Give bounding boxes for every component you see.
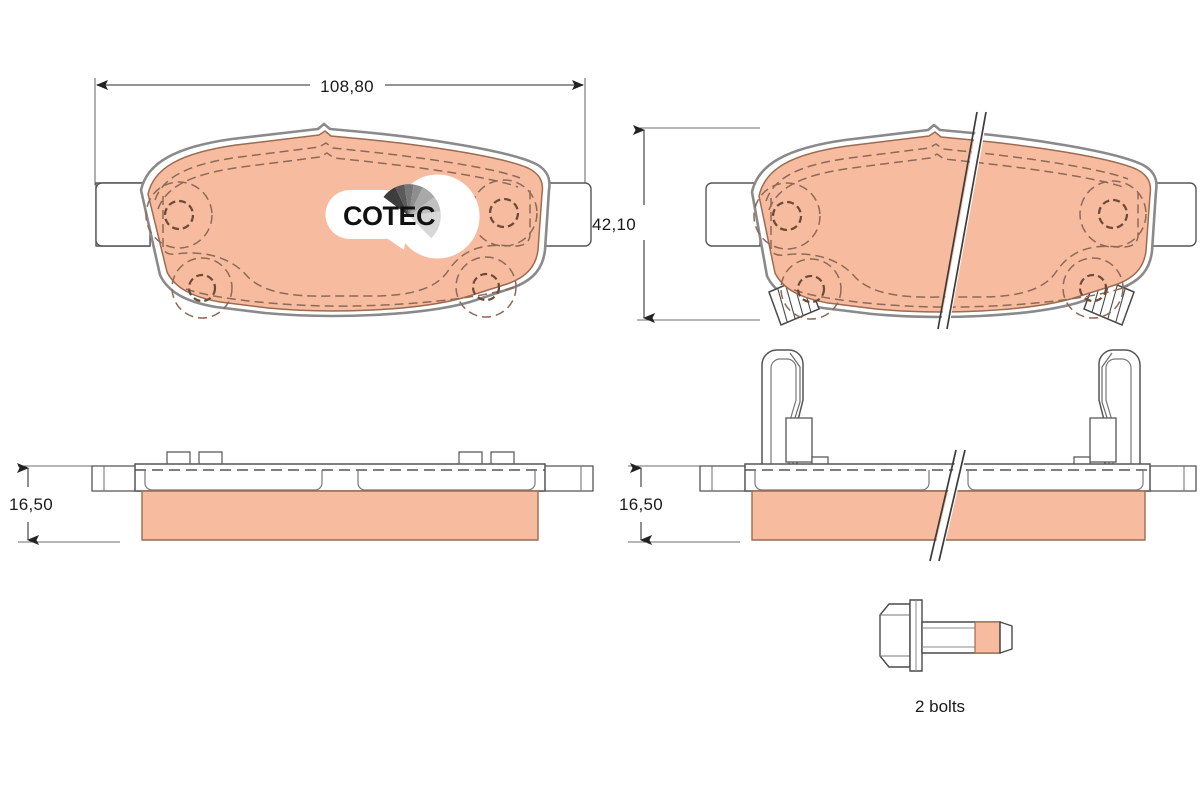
fan-segment-4 — [409, 184, 423, 216]
hole-inner-ring — [796, 274, 826, 304]
bolt-hex-head — [879, 603, 911, 668]
side-plate-tabs — [166, 451, 515, 466]
view-front-right-pad — [705, 109, 1197, 331]
section-break-line — [929, 446, 968, 564]
side-backing-plate — [744, 463, 1151, 492]
logo-badge-background — [325, 174, 480, 259]
plate-tab-4 — [490, 451, 515, 466]
bolt-coated-thread-section — [974, 621, 1001, 654]
hole-outer-ring — [780, 258, 842, 320]
view-front-left-pad: COTEC — [95, 122, 592, 319]
fan-segment-5 — [409, 187, 435, 216]
break-line-mask — [931, 446, 968, 564]
side-recess-left — [144, 470, 323, 491]
view-side-left-pad — [91, 451, 594, 541]
pad-chamfer-dash-2 — [157, 152, 519, 210]
view-side-right-pad — [699, 349, 1197, 564]
hole-inner-ring — [1097, 198, 1129, 230]
plate-tab-2 — [198, 451, 223, 466]
hole-outer-ring — [171, 257, 233, 319]
pad-hole-lower-right — [455, 256, 517, 318]
pad-chamfer-dash-2 — [768, 153, 1127, 211]
pad-hole-lower-left — [780, 258, 842, 320]
pad-lower-contour-dash — [793, 285, 1129, 308]
hole-inner-ring — [488, 197, 520, 229]
section-break-line — [937, 109, 989, 331]
fan-segment-2 — [395, 184, 409, 216]
hole-outer-ring — [753, 182, 821, 250]
hole-outer-ring — [455, 256, 517, 318]
clip-inner-profile — [770, 358, 797, 478]
plate-tab-3 — [458, 451, 483, 466]
hole-inner-ring — [1078, 273, 1108, 303]
dimension-label-thickness-left: 16,50 — [9, 495, 53, 514]
pad-friction-material — [758, 131, 1152, 313]
side-recess-left — [754, 470, 930, 491]
fan-segment-1 — [383, 187, 409, 216]
fan-segment-6 — [409, 197, 441, 216]
fan-segment-7 — [409, 211, 441, 239]
dimension-height-42-10: 42,10 — [592, 125, 760, 323]
clip-foot-plate — [1089, 417, 1117, 463]
view-mounting-bolt: 2 bolts — [879, 599, 1013, 716]
retaining-clip-right — [1073, 349, 1141, 483]
pad-hole-upper-left — [753, 182, 821, 250]
hole-inner-ring — [471, 272, 501, 302]
pad-hole-upper-left — [145, 181, 213, 249]
clip-inner-profile — [1105, 358, 1132, 478]
dimension-thickness-left-16-50: 16,50 — [9, 463, 120, 545]
bolt-tip — [999, 621, 1013, 654]
pad-chamfer-dash-1 — [154, 142, 521, 201]
cotec-logo: COTEC — [325, 174, 480, 259]
dimension-width-108-80: 108,80 — [94, 77, 586, 185]
logo-fan-icon — [383, 184, 441, 239]
bolt-quantity-caption: 2 bolts — [915, 697, 965, 716]
dimension-label-thickness-right: 16,50 — [619, 495, 663, 514]
hole-outer-ring — [1062, 257, 1124, 319]
hole-inner-ring — [187, 273, 217, 303]
pad-ear-right — [1147, 182, 1197, 247]
pad-lower-contour-dash — [185, 284, 521, 307]
dimension-label-height: 42,10 — [592, 215, 636, 234]
hole-inner-ring — [163, 199, 195, 231]
pad-ear-right — [536, 182, 592, 247]
break-line-edge-2 — [937, 111, 978, 330]
dimension-label-width: 108,80 — [320, 77, 374, 96]
side-friction-block — [141, 490, 539, 541]
pad-hole-lower-left — [171, 257, 233, 319]
pad-hole-lower-right — [1062, 257, 1124, 319]
pad-hole-upper-right — [1079, 180, 1147, 248]
pad-chamfer-dash-1 — [765, 143, 1129, 202]
cotec-wordmark: COTEC — [343, 201, 435, 231]
side-recess-right — [357, 470, 536, 491]
plate-tab-1 — [166, 451, 191, 466]
hole-inner-ring — [771, 200, 803, 232]
side-recess-right — [967, 470, 1144, 491]
break-line-edge-1 — [946, 111, 987, 330]
break-line-mask — [939, 109, 989, 331]
side-backing-plate — [134, 463, 546, 492]
pad-ear-left-shape — [95, 182, 151, 247]
hole-outer-ring — [1079, 180, 1147, 248]
hole-outer-ring — [145, 181, 213, 249]
pad-ear-left — [705, 182, 761, 247]
break-line-edge-1 — [938, 449, 966, 562]
fan-segment-3 — [404, 184, 414, 216]
clip-foot-plate — [785, 417, 813, 463]
break-line-edge-2 — [929, 449, 957, 562]
retaining-clip-left — [761, 349, 829, 483]
